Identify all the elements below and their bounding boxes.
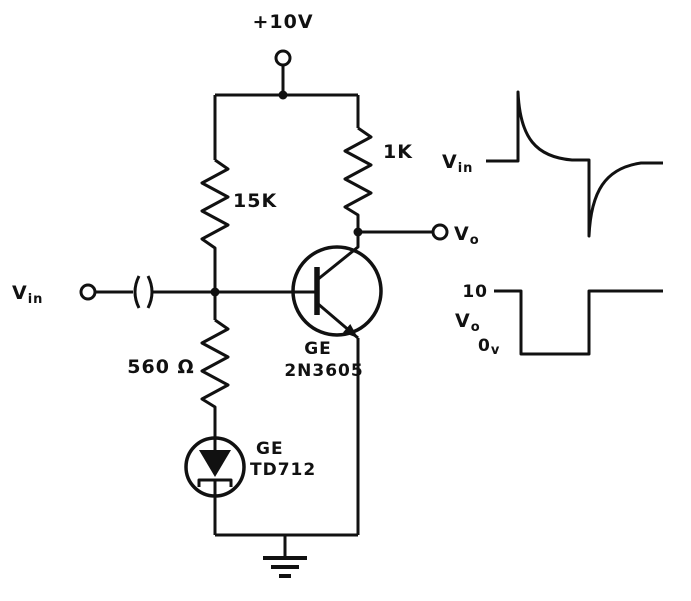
waveform-vin-label: Vin: [442, 151, 473, 176]
input-terminal: Vin: [12, 282, 133, 307]
waveform-vin-label-sub: in: [458, 161, 474, 176]
emitter-arrow: [343, 324, 358, 338]
waveform-vo-label-v: V: [455, 310, 471, 332]
waveform-vo-label: Vo: [455, 310, 481, 335]
transistor-collector: [316, 232, 360, 282]
waveform-vo-low-label: 0v: [478, 336, 500, 358]
waveform-vo-high-label: 10: [462, 282, 488, 302]
waveform-vin: Vin: [442, 90, 663, 238]
capacitor-plate-left: [133, 275, 141, 309]
resistor-1k-label: 1K: [383, 141, 413, 163]
transistor-label-line1: GE: [304, 339, 332, 359]
resistor-1k-zigzag: [343, 126, 373, 218]
input-terminal-circle: [79, 283, 97, 301]
diode-triangle: [199, 450, 231, 477]
transistor-label-line2: 2N3605: [284, 361, 363, 381]
tunnel-diode-td712: GE TD712: [184, 436, 316, 535]
input-label-v: V: [12, 282, 28, 304]
supply-terminal-circle: [274, 49, 292, 67]
output-terminal-circle: [431, 223, 449, 241]
waveform-vo-label-sub: o: [471, 320, 481, 335]
resistor-560: 560 Ω: [127, 292, 230, 438]
waveform-vo-low-sub: v: [491, 343, 500, 358]
resistor-15k: 15K: [200, 95, 277, 292]
ground-symbol: [263, 535, 307, 578]
output-label-v: V: [454, 223, 470, 245]
resistor-15k-zigzag: [200, 158, 230, 255]
tunnel-diode-label-line2: TD712: [250, 460, 316, 480]
junction-dot-supply: [278, 90, 288, 100]
input-label-sub: in: [28, 292, 44, 307]
supply-terminal: +10V: [252, 11, 313, 95]
output-label: Vo: [454, 223, 480, 248]
output-label-sub: o: [470, 233, 480, 248]
resistor-1k: 1K: [343, 95, 413, 232]
transistor-2n3605: GE 2N3605: [284, 232, 383, 535]
input-label: Vin: [12, 282, 43, 307]
waveform-vo-trace: [494, 289, 663, 356]
waveform-vin-label-v: V: [442, 151, 458, 173]
transistor-circle: [291, 245, 383, 337]
coupling-capacitor: [133, 275, 154, 309]
supply-label: +10V: [252, 11, 313, 33]
waveform-vin-trace: [486, 90, 663, 238]
waveform-vo: 10 Vo 0v: [455, 282, 663, 358]
tunnel-diode-label-line1: GE: [256, 439, 284, 459]
waveform-vo-low-zero: 0: [478, 336, 491, 356]
capacitor-plate-right: [146, 275, 154, 309]
output-terminal: Vo: [353, 223, 480, 248]
resistor-15k-label: 15K: [233, 190, 277, 212]
resistor-560-zigzag: [200, 318, 230, 413]
resistor-560-label: 560 Ω: [127, 356, 194, 378]
